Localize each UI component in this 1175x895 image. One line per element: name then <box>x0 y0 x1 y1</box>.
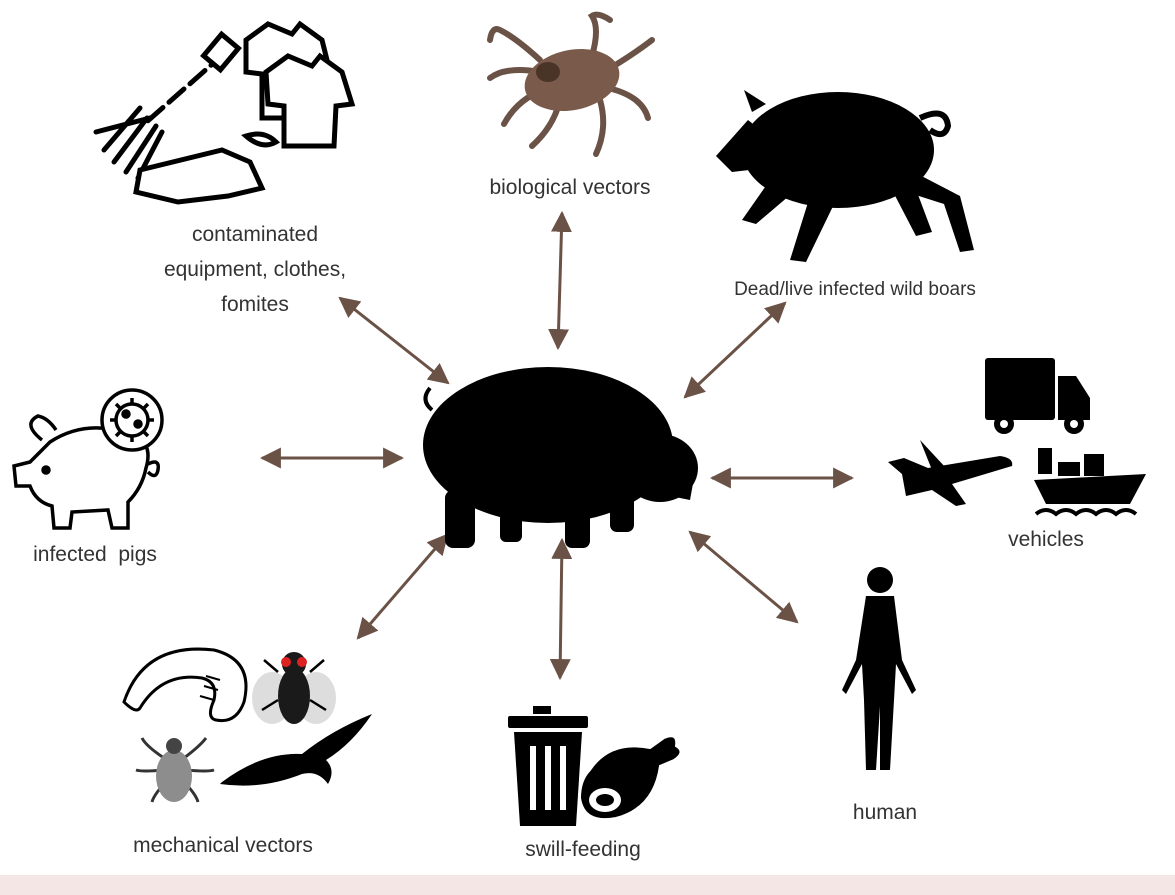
label-fomites-line-1: contaminated <box>191 223 319 246</box>
wild-boar-icon <box>716 90 974 262</box>
diagram-svg <box>12 11 1146 826</box>
vehicles-icon <box>888 358 1146 517</box>
infected-pig-icon <box>12 388 164 530</box>
label-fomites-line-3: fomites <box>221 293 289 316</box>
label-fomites-line-2: equipment, clothes, <box>163 258 347 281</box>
human-icon <box>842 567 916 770</box>
label-human: human <box>852 801 918 824</box>
pig-silhouette-icon <box>423 367 698 548</box>
mechanical-vectors-icon <box>122 647 372 803</box>
arrow-boars <box>683 301 787 399</box>
arrow-fomites <box>338 296 450 385</box>
label-vehicles: vehicles <box>1008 528 1084 551</box>
swill-icon <box>508 706 682 826</box>
label-biological: biological vectors <box>489 176 651 199</box>
label-mechanical: mechanical vectors <box>133 834 313 857</box>
arrow-swill <box>549 537 573 681</box>
frame-border <box>0 875 1175 895</box>
label-swill: swill-feeding <box>525 838 641 861</box>
arrow-mechanical <box>356 533 449 640</box>
arrow-human <box>688 530 799 624</box>
label-boars: Dead/live infected wild boars <box>734 279 976 300</box>
fomites-icon <box>93 20 356 205</box>
label-fomites: contaminated equipment, clothes, fomites <box>130 217 380 322</box>
tick-icon <box>487 11 655 157</box>
arrow-biological <box>548 210 572 351</box>
label-infected-pigs: infected pigs <box>33 543 157 566</box>
